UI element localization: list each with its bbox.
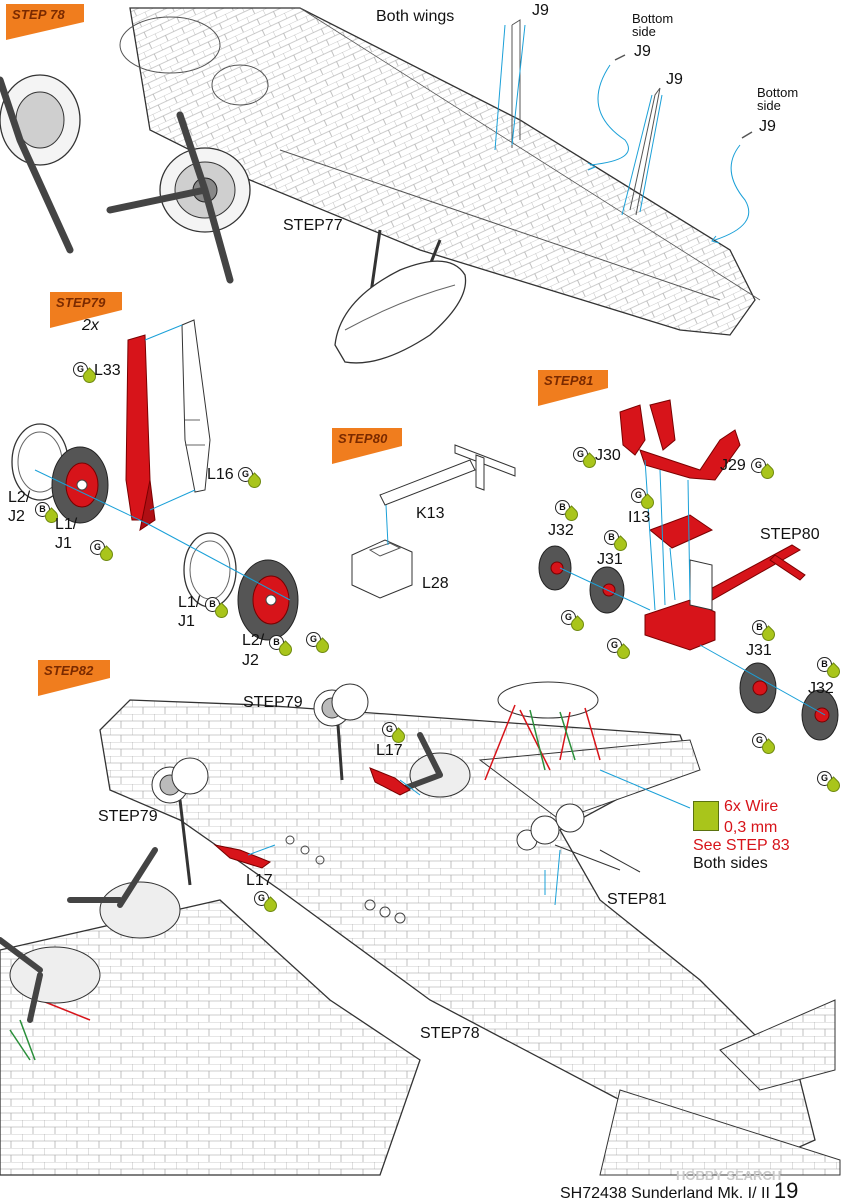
both-wings-note: Both wings bbox=[376, 8, 455, 25]
glue-drop-l17-b: G bbox=[254, 891, 280, 917]
glue-drop-j32-right: B bbox=[817, 657, 841, 683]
both-sides-note: Both sides bbox=[693, 855, 768, 872]
part-k13: K13 bbox=[416, 505, 445, 522]
part-j32-right: J32 bbox=[808, 680, 834, 697]
glue-drop-l16: G bbox=[238, 467, 264, 493]
step81-label: STEP81 bbox=[544, 373, 594, 388]
part-j2-left: J2 bbox=[8, 508, 25, 525]
part-l2-left: L2/ bbox=[8, 489, 31, 506]
glue-drop-j1-left: G bbox=[90, 540, 116, 566]
step82-label: STEP82 bbox=[44, 663, 94, 678]
part-l28: L28 bbox=[422, 575, 449, 592]
step81-drawing bbox=[538, 399, 839, 741]
ref-step81: STEP81 bbox=[607, 891, 667, 908]
part-j9-b: J9 bbox=[634, 43, 651, 60]
glue-drop-i13: G bbox=[631, 488, 657, 514]
wire-hand-icon bbox=[693, 801, 719, 831]
glue-drop-j32-left-g: G bbox=[561, 610, 587, 636]
part-j1-left: J1 bbox=[55, 535, 72, 552]
glue-drop-j30: G bbox=[573, 447, 599, 473]
bottom-side-note-b: Bottom side bbox=[757, 85, 799, 113]
part-l16: L16 bbox=[207, 466, 234, 483]
step82-hull-drawing bbox=[0, 681, 841, 1176]
part-l17-a: L17 bbox=[376, 742, 403, 759]
step-badge-icon bbox=[538, 370, 608, 406]
bottom-side-note-a: Bottom side bbox=[632, 11, 674, 39]
step78-label: STEP 78 bbox=[12, 7, 65, 22]
step-badge-80: STEP80 bbox=[332, 428, 402, 464]
ref-step78: STEP78 bbox=[420, 1025, 480, 1042]
glue-drop-j1-right: B bbox=[205, 597, 231, 623]
wire-qty-note: 6x Wire bbox=[724, 798, 779, 815]
part-j9-d: J9 bbox=[759, 118, 776, 135]
ref-step79-a: STEP79 bbox=[243, 694, 303, 711]
glue-drop-j29: G bbox=[751, 458, 777, 484]
part-j1-right: J1 bbox=[178, 613, 195, 630]
step-badge-icon bbox=[38, 660, 110, 696]
ref-step79-b: STEP79 bbox=[98, 808, 158, 825]
glue-drop-j2-left: B bbox=[35, 502, 61, 528]
wire-size-note: 0,3 mm bbox=[724, 819, 778, 836]
part-j29: J29 bbox=[720, 457, 746, 474]
part-i13: I13 bbox=[628, 509, 651, 526]
part-l33: L33 bbox=[94, 362, 121, 379]
qty-2x: 2x bbox=[82, 317, 99, 334]
part-j9-c: J9 bbox=[666, 71, 683, 88]
glue-drop-l17-a: G bbox=[382, 722, 408, 748]
glue-drop-l33: G bbox=[73, 362, 99, 388]
step-badge-78: STEP 78 bbox=[6, 4, 84, 40]
step79-gear-drawing bbox=[11, 319, 299, 641]
part-j31-left: J31 bbox=[597, 551, 623, 568]
step-badge-icon bbox=[50, 292, 122, 328]
part-j32-left: J32 bbox=[548, 522, 574, 539]
part-j31-right: J31 bbox=[746, 642, 772, 659]
part-j30: J30 bbox=[595, 447, 621, 464]
watermark: HOBBY SEARCH bbox=[676, 1168, 782, 1183]
glue-drop-j2-right: B bbox=[269, 635, 295, 661]
step80-drawing bbox=[351, 444, 516, 599]
glue-drop-j31-right-g: G bbox=[752, 733, 778, 759]
part-j2-right: J2 bbox=[242, 652, 259, 669]
step79-label: STEP79 bbox=[56, 295, 106, 310]
glue-drop-j32-right-g: G bbox=[817, 771, 841, 797]
part-l17-b: L17 bbox=[246, 872, 273, 889]
part-l1-right: L1/ bbox=[178, 594, 201, 611]
glue-drop-j32-left: B bbox=[555, 500, 581, 526]
see-step83-note: See STEP 83 bbox=[693, 837, 790, 854]
part-l2-right: L2/ bbox=[242, 632, 265, 649]
step-badge-icon bbox=[6, 4, 84, 40]
step80-label: STEP80 bbox=[338, 431, 388, 446]
step-badge-81: STEP81 bbox=[538, 370, 608, 406]
step-badge-79: STEP79 bbox=[50, 292, 122, 328]
part-l1-left: L1/ bbox=[55, 516, 78, 533]
part-j9-a: J9 bbox=[532, 2, 549, 19]
glue-drop-j31-left: B bbox=[604, 530, 630, 556]
step-badge-icon bbox=[332, 428, 402, 464]
glue-drop-j31-left-g: G bbox=[607, 638, 633, 664]
step-badge-82: STEP82 bbox=[38, 660, 110, 696]
ref-step80: STEP80 bbox=[760, 526, 820, 543]
ref-step77: STEP77 bbox=[283, 217, 343, 234]
step78-wing-drawing bbox=[0, 7, 761, 364]
page-number: 19 bbox=[773, 1178, 799, 1200]
glue-drop-j31-right: B bbox=[752, 620, 778, 646]
footer-title: SH72438 Sunderland Mk. I/ II bbox=[560, 1185, 770, 1200]
glue-drop-l2-right: G bbox=[306, 632, 332, 658]
